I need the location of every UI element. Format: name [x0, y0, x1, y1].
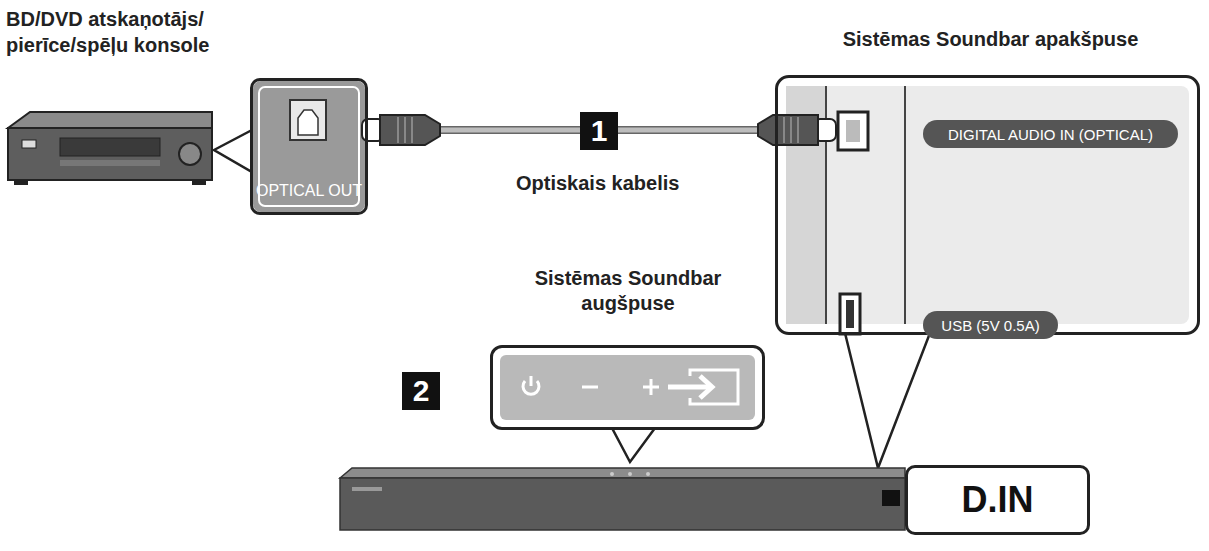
player-device: [8, 112, 212, 185]
port-label: USB (5V 0.5A): [941, 317, 1039, 334]
callout-number: 2: [402, 372, 440, 410]
device-heading: BD/DVD atskaņotājs/ pierīce/spēļu konsol…: [6, 6, 256, 58]
port-label-pill: USB (5V 0.5A): [923, 311, 1058, 339]
port-label-pill: DIGITAL AUDIO IN (OPTICAL): [923, 120, 1178, 148]
display-text: D.IN: [962, 479, 1034, 521]
panel-heading: Sistēmas Soundbar augšpuse: [513, 266, 743, 316]
panel-heading: Sistēmas Soundbar apakšpuse: [778, 28, 1203, 51]
port-callout: OPTICAL OUT: [250, 78, 368, 215]
soundbar: [340, 468, 905, 530]
port-label: DIGITAL AUDIO IN (OPTICAL): [948, 126, 1153, 143]
optical-plug: [758, 115, 836, 145]
panel-callout: Sistēmas Soundbar apakšpuseDIGITAL AUDIO…: [775, 75, 1200, 335]
optical-in-port: [838, 112, 868, 150]
callout-number: 1: [580, 112, 618, 150]
cable-label: Optiskais kabelis: [516, 172, 679, 195]
optical-plug: [362, 115, 440, 145]
optical-port: [290, 100, 326, 140]
button-icons: [523, 370, 738, 404]
indicator-box: D.IN: [905, 465, 1090, 535]
panel-callout: Sistēmas Soundbar augšpuse: [490, 345, 765, 430]
port-name: OPTICAL OUT: [253, 182, 365, 200]
usb-port: [840, 294, 860, 334]
